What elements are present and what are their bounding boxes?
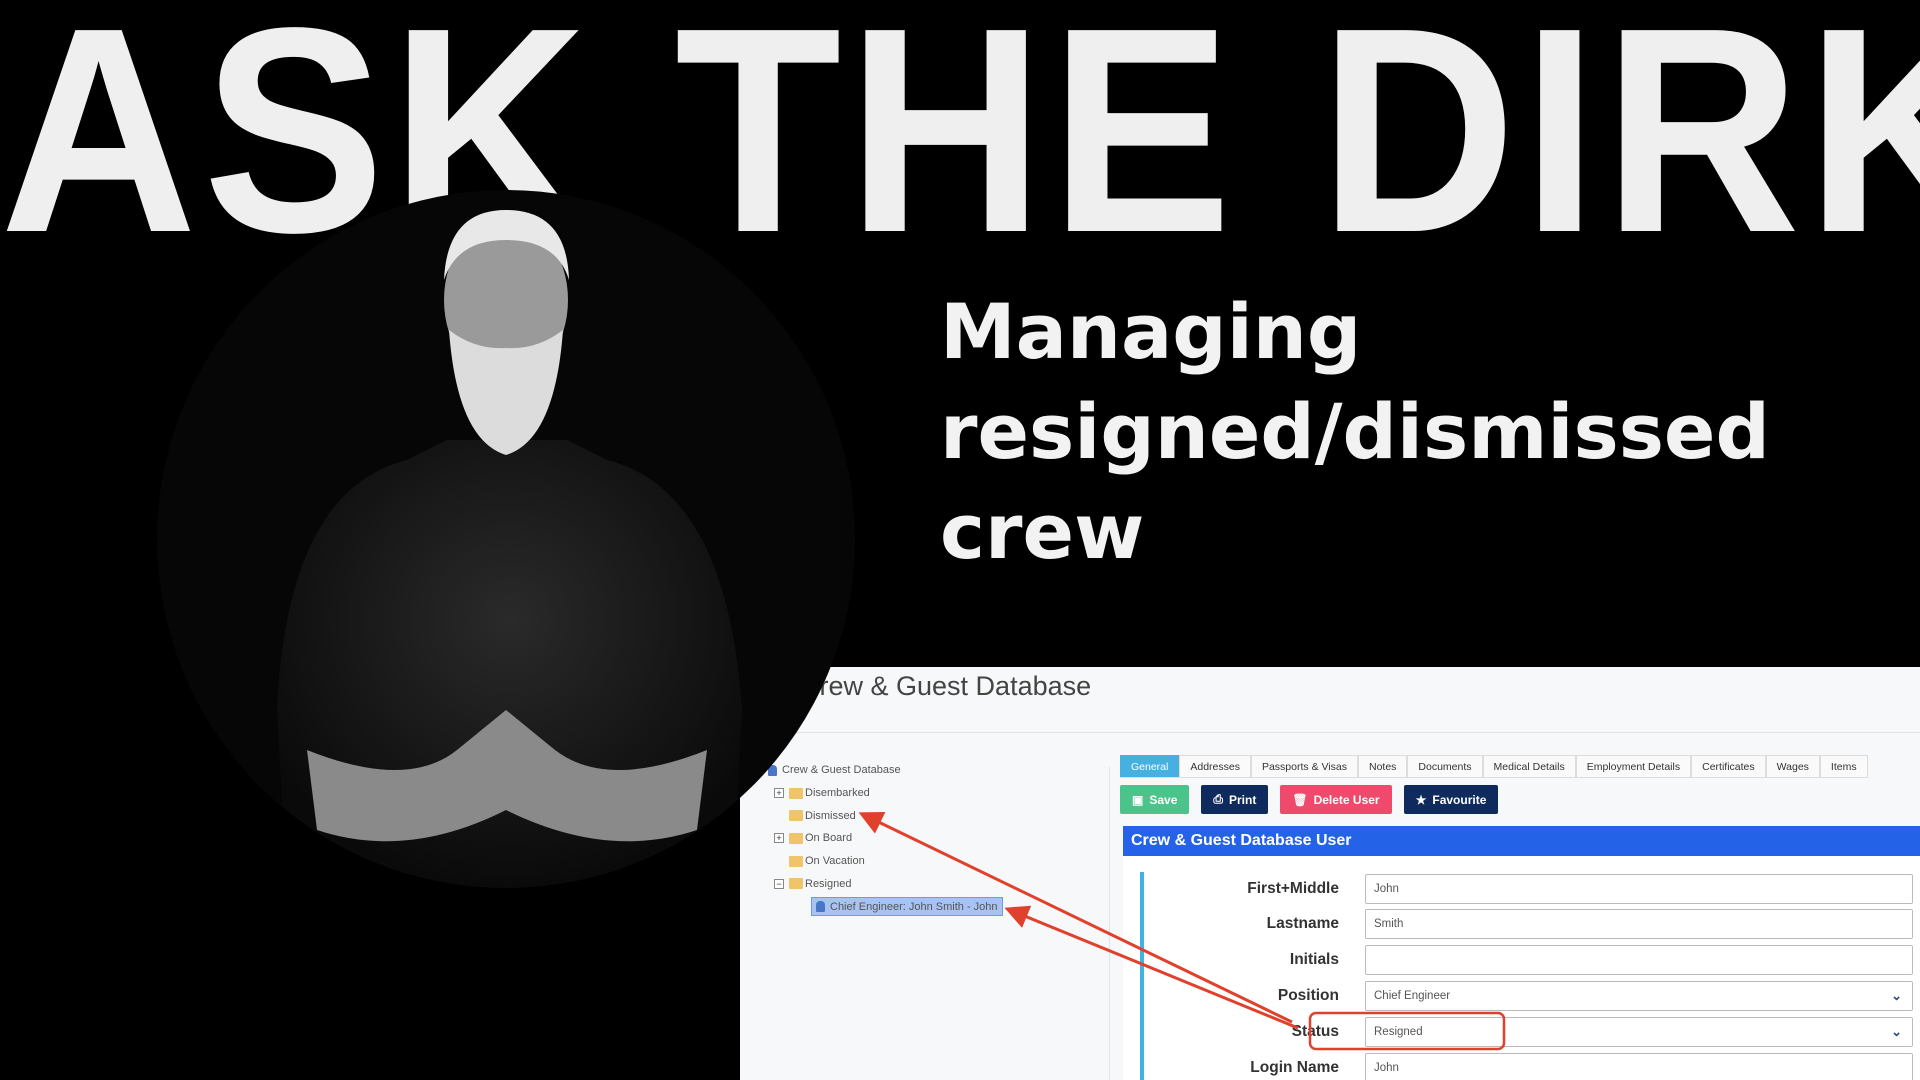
form-row-status: Status Resigned ⌄	[1150, 1017, 1913, 1047]
folder-icon	[789, 878, 803, 890]
crew-tree: Crew & Guest Database + Disembarked Dismi…	[768, 759, 1003, 917]
subtitle-line: crew	[940, 487, 1145, 576]
favourite-label: Favourite	[1432, 792, 1487, 807]
favourite-button[interactable]: ★ Favourite	[1403, 785, 1499, 814]
tab-employment-details[interactable]: Employment Details	[1575, 755, 1692, 777]
folder-icon	[789, 810, 803, 822]
save-button[interactable]: ▣ Save	[1120, 785, 1190, 814]
tree-node-label: Disembarked	[805, 787, 870, 800]
tree-node-label: Dismissed	[805, 809, 856, 822]
user-group-icon	[768, 764, 777, 776]
divider	[740, 732, 1920, 733]
field-value: Smith	[1374, 918, 1404, 930]
page-title: Crew & Guest Database	[800, 671, 1092, 701]
tab-medical-details[interactable]: Medical Details	[1482, 755, 1576, 777]
panel-title: Crew & Guest Database User	[1123, 826, 1920, 856]
print-button[interactable]: ⎙ Print	[1201, 785, 1269, 814]
field-label: Status	[1291, 1023, 1339, 1040]
presenter-photo	[157, 190, 855, 888]
field-label: Position	[1277, 987, 1339, 1004]
field-value: John	[1374, 883, 1399, 895]
chevron-down-icon: ⌄	[1891, 988, 1902, 1003]
status-select[interactable]: Resigned ⌄	[1365, 1017, 1913, 1047]
initials-input[interactable]	[1365, 945, 1913, 975]
tree-node-label: Resigned	[805, 877, 852, 890]
toolbar: ▣ Save ⎙ Print 🗑 Delete User ★ Favourite	[1120, 785, 1499, 814]
tab-passports-visas[interactable]: Passports & Visas	[1250, 755, 1358, 777]
tab-documents[interactable]: Documents	[1407, 755, 1483, 777]
tab-addresses[interactable]: Addresses	[1179, 755, 1251, 777]
field-value: Resigned	[1374, 1026, 1423, 1038]
expand-icon[interactable]: +	[774, 833, 784, 844]
delete-user-button[interactable]: 🗑 Delete User	[1280, 785, 1392, 814]
tree-node-label: On Vacation	[805, 855, 865, 868]
user-icon	[816, 901, 825, 913]
tab-items[interactable]: Items	[1819, 755, 1868, 777]
field-label: Lastname	[1266, 915, 1339, 932]
field-value: Chief Engineer	[1374, 990, 1451, 1002]
tree-root-label: Crew & Guest Database	[782, 764, 901, 777]
trash-icon: 🗑	[1292, 792, 1308, 807]
tree-node-dismissed[interactable]: Dismissed	[774, 804, 1003, 827]
tree-node-on-board[interactable]: + On Board	[774, 827, 1003, 850]
tree-node-label: On Board	[805, 832, 853, 845]
form-row-position: Position Chief Engineer ⌄	[1150, 981, 1913, 1011]
form-row-first-middle: First+Middle John	[1150, 874, 1913, 904]
accent-bar	[1140, 872, 1144, 1080]
tree-root[interactable]: Crew & Guest Database	[768, 759, 1003, 782]
first-middle-input[interactable]: John	[1365, 874, 1913, 904]
position-select[interactable]: Chief Engineer ⌄	[1365, 981, 1913, 1011]
crew-database-window: Crew & Guest Database Crew & Guest Datab…	[740, 667, 1920, 1080]
tab-wages[interactable]: Wages	[1765, 755, 1820, 777]
banner-title: ASK THE DIRK	[0, 0, 1920, 293]
floppy-icon: ▣	[1132, 792, 1144, 807]
field-value: John	[1374, 1062, 1399, 1074]
tab-bar: General Addresses Passports & Visas Note…	[1120, 755, 1868, 778]
tab-notes[interactable]: Notes	[1357, 755, 1408, 777]
folder-icon	[789, 787, 803, 799]
print-label: Print	[1228, 792, 1257, 807]
folder-icon	[789, 855, 803, 867]
login-name-input[interactable]: John	[1365, 1053, 1913, 1080]
subtitle-line: resigned/dismissed	[940, 387, 1770, 476]
subtitle: Managing resigned/dismissed crew	[940, 282, 1770, 582]
tab-general[interactable]: General	[1120, 755, 1180, 777]
presenter-silhouette	[277, 210, 742, 888]
field-label: First+Middle	[1247, 880, 1339, 897]
save-label: Save	[1149, 792, 1178, 807]
subtitle-line: Managing	[940, 287, 1362, 376]
form-row-initials: Initials	[1150, 945, 1913, 975]
form-row-login-name: Login Name John	[1150, 1053, 1913, 1080]
tree-item-selected-user[interactable]: Chief Engineer: John Smith - John	[811, 897, 1003, 917]
tree-item-label: Chief Engineer: John Smith - John	[830, 900, 998, 913]
star-icon: ★	[1415, 792, 1427, 807]
field-label: Login Name	[1250, 1059, 1339, 1076]
tree-node-resigned[interactable]: − Resigned	[774, 872, 1003, 895]
lastname-input[interactable]: Smith	[1365, 909, 1913, 939]
printer-icon: ⎙	[1213, 792, 1223, 806]
form-row-lastname: Lastname Smith	[1150, 909, 1913, 939]
collapse-icon[interactable]: −	[774, 878, 784, 889]
field-label: Initials	[1289, 951, 1339, 968]
tab-certificates[interactable]: Certificates	[1691, 755, 1766, 777]
tree-node-disembarked[interactable]: + Disembarked	[774, 782, 1003, 805]
expand-icon[interactable]: +	[774, 788, 784, 799]
chevron-down-icon: ⌄	[1891, 1024, 1902, 1039]
divider	[1109, 767, 1110, 1080]
delete-label: Delete User	[1313, 792, 1380, 807]
tree-node-on-vacation[interactable]: On Vacation	[774, 850, 1003, 873]
folder-icon	[789, 832, 803, 844]
